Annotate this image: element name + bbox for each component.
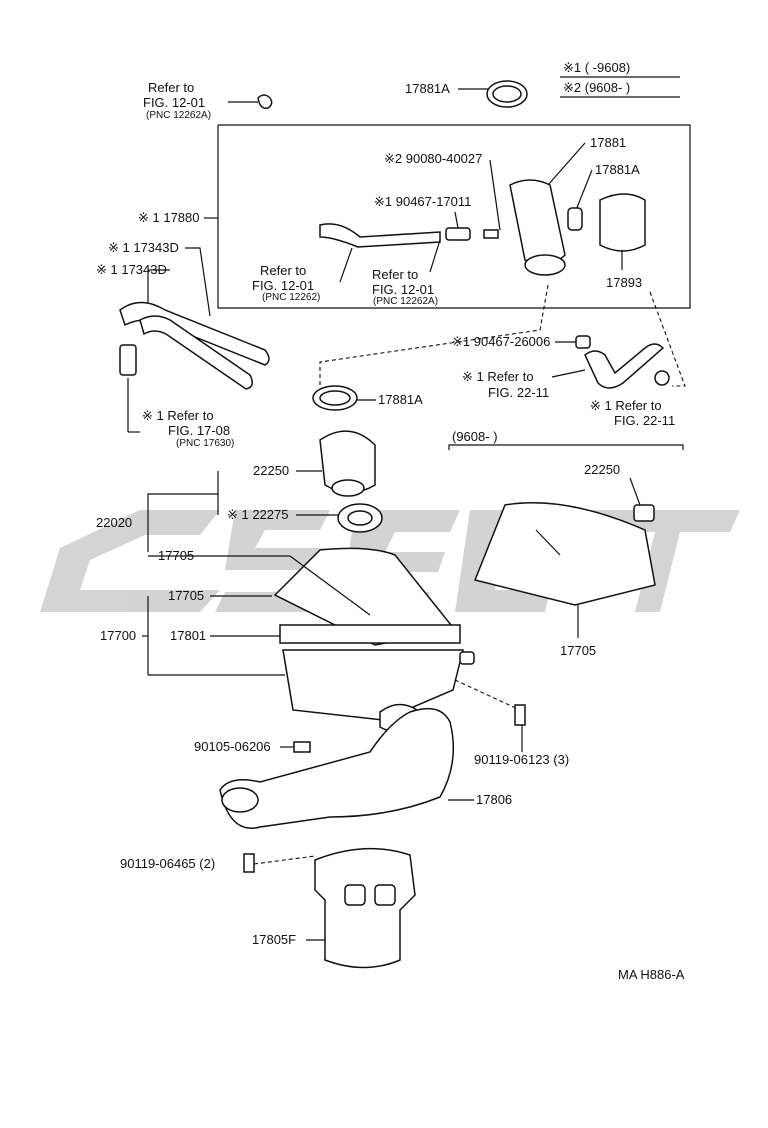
hose-clamp-mid-inner-icon [319, 390, 351, 406]
label-17893: 17893 [606, 275, 642, 290]
label-refer-1201-top-pnc: (PNC 12262A) [146, 110, 211, 121]
label-refer-2211-b: ※ 1 Refer to [590, 398, 662, 413]
label-refer-1201-b-pnc: (PNC 12262A) [373, 296, 438, 307]
label-17881A-top: 17881A [405, 81, 450, 96]
label-17881: 17881 [590, 135, 626, 150]
label-17806: 17806 [476, 792, 512, 807]
cap-leader-line [289, 555, 371, 616]
gasket-inner-icon [347, 510, 373, 526]
bolt-06123-icon [514, 704, 526, 726]
kit-frame-box [217, 124, 691, 309]
leader-90080 [489, 159, 501, 231]
cap-detail-line [535, 529, 561, 556]
label-17801: 17801 [170, 628, 206, 643]
bracket-22020 [147, 471, 219, 552]
label-22275: ※ 1 22275 [227, 507, 289, 522]
label-22250-left: 22250 [253, 463, 289, 478]
label-refer-1708: ※ 1 Refer to [142, 408, 214, 423]
label-17700: 17700 [100, 628, 136, 643]
hose-clip-right-icon [575, 335, 591, 349]
leader-17881A-right [575, 169, 593, 211]
duct-inlet-icon [221, 787, 259, 813]
small-clamp-icon [567, 207, 583, 231]
leader-22250-right [629, 477, 641, 506]
vacuum-hose-lower-icon [139, 315, 253, 390]
leader-17343D-2 [147, 269, 170, 305]
sensor-grommet-icon [633, 504, 655, 522]
label-refer-1708-pnc: (PNC 17630) [176, 438, 234, 449]
label-17881A-right: 17881A [595, 162, 640, 177]
label-90119-06123: 90119-06123 (3) [474, 752, 569, 767]
label-refer-2211-b-fig: FIG. 22-11 [614, 413, 675, 428]
air-flow-meter-hose-icon [509, 179, 566, 265]
bolt-06465-icon [243, 853, 255, 873]
label-17881A-mid: 17881A [378, 392, 423, 407]
hose-clip-small-icon [654, 370, 670, 386]
label-refer-1201-b: Refer to [372, 267, 418, 282]
label-17705-right: 17705 [560, 643, 596, 658]
label-17343D-1: ※ 1 17343D [108, 240, 179, 255]
resonator-port-2-icon [374, 884, 396, 906]
label-17805F: 17805F [252, 932, 296, 947]
leader-17881 [547, 142, 586, 186]
bracket-range-9608 [448, 444, 684, 450]
applicability-legend: ※1 ( -9608) ※2 (9608- ) [560, 60, 680, 98]
label-22250-right: 22250 [584, 462, 620, 477]
vacuum-hose-pair-icon [119, 301, 270, 366]
label-refer-1201-a: Refer to [260, 263, 306, 278]
leader-refer-1201-a [339, 247, 353, 283]
label-refer-1201-a-fig: FIG. 12-01 [252, 278, 314, 293]
air-filter-element-icon [279, 624, 461, 644]
label-90467-26006: ※1 90467-26006 [452, 334, 550, 349]
dashed-connector-right [649, 291, 686, 387]
leader-90467-17011 [454, 211, 459, 229]
legend-line-2-text: ※2 (9608- ) [563, 80, 630, 95]
vsv-valve-icon [119, 344, 137, 376]
connector-icon [483, 229, 499, 239]
dashed-bolt-06123 [454, 679, 521, 711]
air-cleaner-cap-right-icon [473, 502, 656, 606]
intake-air-duct-icon [219, 707, 455, 829]
label-refer-1708-fig: FIG. 17-08 [168, 423, 230, 438]
label-90119-06465: 90119-06465 (2) [120, 856, 215, 871]
vacuum-hose-icon [319, 223, 441, 248]
label-17343D-2: ※ 1 17343D [96, 262, 167, 277]
pcv-hose-icon [584, 343, 665, 389]
label-17880: ※ 1 17880 [138, 210, 200, 225]
leader-17343D-1 [185, 247, 211, 317]
clip-part-icon [257, 94, 273, 110]
case-clip-icon [459, 651, 475, 665]
label-refer-2211-a-fig: FIG. 22-11 [488, 385, 549, 400]
meter-outlet-icon [331, 479, 365, 497]
diagram-code: MA H886-A [618, 967, 685, 982]
label-90105-06206: 90105-06206 [194, 739, 271, 754]
air-cleaner-cap-icon [273, 547, 457, 646]
leader-refer-1201-b [429, 239, 441, 273]
hose-outlet-icon [524, 254, 566, 276]
label-refer-2211-a: ※ 1 Refer to [462, 369, 534, 384]
air-cleaner-case-icon [282, 649, 464, 721]
dashed-connector-mid [319, 284, 549, 385]
hose-clip-icon [445, 227, 471, 241]
label-refer-1201-top: Refer to [148, 80, 194, 95]
bolt-06206-icon [293, 741, 311, 753]
dashed-bolt-06465 [253, 855, 316, 865]
label-90467-17011: ※1 90467-17011 [374, 194, 471, 209]
label-refer-1201-b-fig: FIG. 12-01 [372, 282, 434, 297]
label-90080-40027: ※2 90080-40027 [384, 151, 482, 166]
resonator-17893-icon [599, 193, 646, 252]
intake-resonator-icon [314, 847, 416, 969]
resonator-port-1-icon [344, 884, 366, 906]
label-22020: 22020 [96, 515, 132, 530]
label-17705-b: 17705 [168, 588, 204, 603]
label-refer-1201-a-pnc: (PNC 12262) [262, 292, 320, 303]
legend-line-1-text: ※1 ( -9608) [563, 60, 630, 75]
label-refer-1201-top-fig: FIG. 12-01 [143, 95, 205, 110]
hose-clamp-top-inner-icon [492, 85, 522, 103]
leader-refer-2211-a [551, 369, 586, 378]
label-range-9608: (9608- ) [452, 429, 498, 444]
